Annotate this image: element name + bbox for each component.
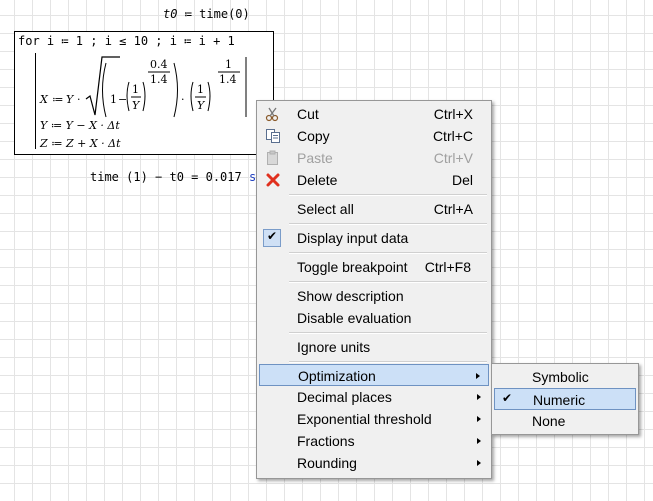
menu-item-paste[interactable]: Paste Ctrl+V — [259, 147, 489, 169]
menu-item-optimization[interactable]: Optimization — [259, 364, 489, 386]
menu-item-delete[interactable]: Delete Del — [259, 169, 489, 191]
sqrt-sign — [85, 56, 120, 116]
menu-label: Toggle breakpoint — [297, 259, 408, 275]
context-menu: Cut Ctrl+X Copy Ctrl+C Paste Ctrl+V Dele… — [256, 100, 492, 479]
x-formula: X ≔ Y · 1 − 1 Y 0.4 1.4 · 1 Y 1 — [39, 56, 247, 118]
submenu-arrow-icon — [477, 438, 481, 444]
menu-shortcut: Ctrl+F8 — [424, 259, 471, 275]
menu-separator — [289, 332, 487, 334]
menu-item-select-all[interactable]: Select all Ctrl+A — [259, 198, 489, 220]
submenu-label: Symbolic — [532, 369, 589, 385]
menu-shortcut: Ctrl+A — [433, 201, 473, 217]
assign-operator: ≔ — [184, 7, 192, 21]
menu-label: Ignore units — [297, 339, 371, 355]
menu-label: Rounding — [297, 455, 357, 471]
submenu-arrow-icon — [477, 394, 481, 400]
paste-icon — [267, 150, 278, 165]
submenu-label: None — [532, 413, 566, 429]
svg-text:·: · — [181, 93, 185, 106]
submenu-arrow-icon — [476, 373, 480, 379]
t0-definition[interactable]: t0 ≔ time(0) — [163, 7, 250, 21]
menu-item-show-description[interactable]: Show description — [259, 285, 489, 307]
svg-text:−: − — [118, 93, 127, 106]
frac-den-2: Y — [197, 99, 206, 112]
menu-item-decimal-places[interactable]: Decimal places — [259, 386, 489, 408]
submenu-label: Numeric — [533, 392, 586, 408]
copy-icon — [266, 129, 280, 143]
menu-separator — [289, 223, 487, 225]
frac-num: 1 — [132, 83, 139, 96]
menu-item-disable-evaluation[interactable]: Disable evaluation — [259, 307, 489, 329]
submenu-item-none[interactable]: None — [494, 410, 636, 432]
exponent1-num: 0.4 — [150, 58, 168, 71]
loop-body-bar — [35, 53, 36, 149]
paren-close: ) — [242, 7, 250, 21]
menu-label: Exponential threshold — [297, 411, 432, 427]
menu-label: Display input data — [297, 230, 409, 246]
menu-label: Show description — [297, 288, 404, 304]
submenu-arrow-icon — [477, 460, 481, 466]
y-assignment: Y ≔ Y − X · Δt — [40, 119, 120, 132]
menu-item-exponential-threshold[interactable]: Exponential threshold — [259, 408, 489, 430]
menu-label: Fractions — [297, 433, 355, 449]
elapsed-expression: time (1) − t0 = 0.017 — [90, 170, 242, 184]
menu-label: Cut — [297, 106, 319, 122]
menu-label: Disable evaluation — [297, 310, 412, 326]
elapsed-time-expression[interactable]: time (1) − t0 = 0.017 s — [90, 170, 256, 184]
menu-item-rounding[interactable]: Rounding — [259, 452, 489, 474]
menu-label: Select all — [297, 201, 354, 217]
menu-item-fractions[interactable]: Fractions — [259, 430, 489, 452]
z-assignment: Z ≔ Z + X · Δt — [40, 137, 121, 150]
frac-den: Y — [132, 99, 141, 112]
x-assign-op: ≔ — [52, 93, 63, 106]
menu-item-toggle-breakpoint[interactable]: Toggle breakpoint Ctrl+F8 — [259, 256, 489, 278]
checkmark-icon: ✔ — [263, 229, 281, 247]
menu-separator — [289, 194, 487, 196]
menu-label: Copy — [297, 128, 330, 144]
menu-label: Optimization — [298, 368, 376, 384]
submenu-item-symbolic[interactable]: Symbolic — [494, 366, 636, 388]
paren-open: ( — [228, 7, 236, 21]
menu-separator — [289, 252, 487, 254]
x-var-y: Y — [66, 93, 75, 106]
delete-x-icon — [266, 173, 280, 187]
menu-item-ignore-units[interactable]: Ignore units — [259, 336, 489, 358]
program-block[interactable]: for i ≔ 1 ; i ≤ 10 ; i ≔ i + 1 X ≔ Y · 1… — [14, 31, 274, 155]
exponent1-den: 1.4 — [150, 73, 168, 86]
elapsed-unit: s — [248, 170, 257, 184]
time-function: time — [199, 7, 229, 21]
menu-label: Decimal places — [297, 389, 392, 405]
menu-separator — [289, 361, 487, 363]
menu-item-display-input-data[interactable]: ✔ Display input data — [259, 227, 489, 249]
submenu-item-numeric[interactable]: ✔ Numeric — [494, 388, 636, 410]
svg-text:·: · — [77, 93, 81, 106]
frac-num-2: 1 — [197, 83, 204, 96]
x-lhs: X — [39, 93, 49, 106]
time-arg: 0 — [235, 7, 243, 21]
submenu-arrow-icon — [477, 416, 481, 422]
t0-variable: t0 — [163, 7, 178, 21]
optimization-submenu: Symbolic ✔ Numeric None — [491, 363, 639, 435]
checkmark-icon: ✔ — [502, 391, 513, 405]
menu-shortcut: Ctrl+C — [432, 128, 473, 144]
menu-shortcut: Ctrl+V — [433, 150, 473, 166]
menu-item-copy[interactable]: Copy Ctrl+C — [259, 125, 489, 147]
menu-shortcut: Ctrl+X — [433, 106, 473, 122]
menu-label: Delete — [297, 172, 338, 188]
exponent2-num: 1 — [225, 58, 232, 71]
scissors-icon — [265, 107, 279, 122]
exponent2-den: 1.4 — [219, 73, 237, 86]
x-assignment: X ≔ Y · 1 − 1 Y 0.4 1.4 · 1 Y 1 — [39, 55, 272, 121]
menu-shortcut: Del — [451, 172, 473, 188]
menu-label: Paste — [297, 150, 333, 166]
for-loop-header: for i ≔ 1 ; i ≤ 10 ; i ≔ i + 1 — [18, 34, 235, 48]
one-term: 1 — [110, 93, 117, 106]
menu-separator — [289, 281, 487, 283]
menu-item-cut[interactable]: Cut Ctrl+X — [259, 103, 489, 125]
